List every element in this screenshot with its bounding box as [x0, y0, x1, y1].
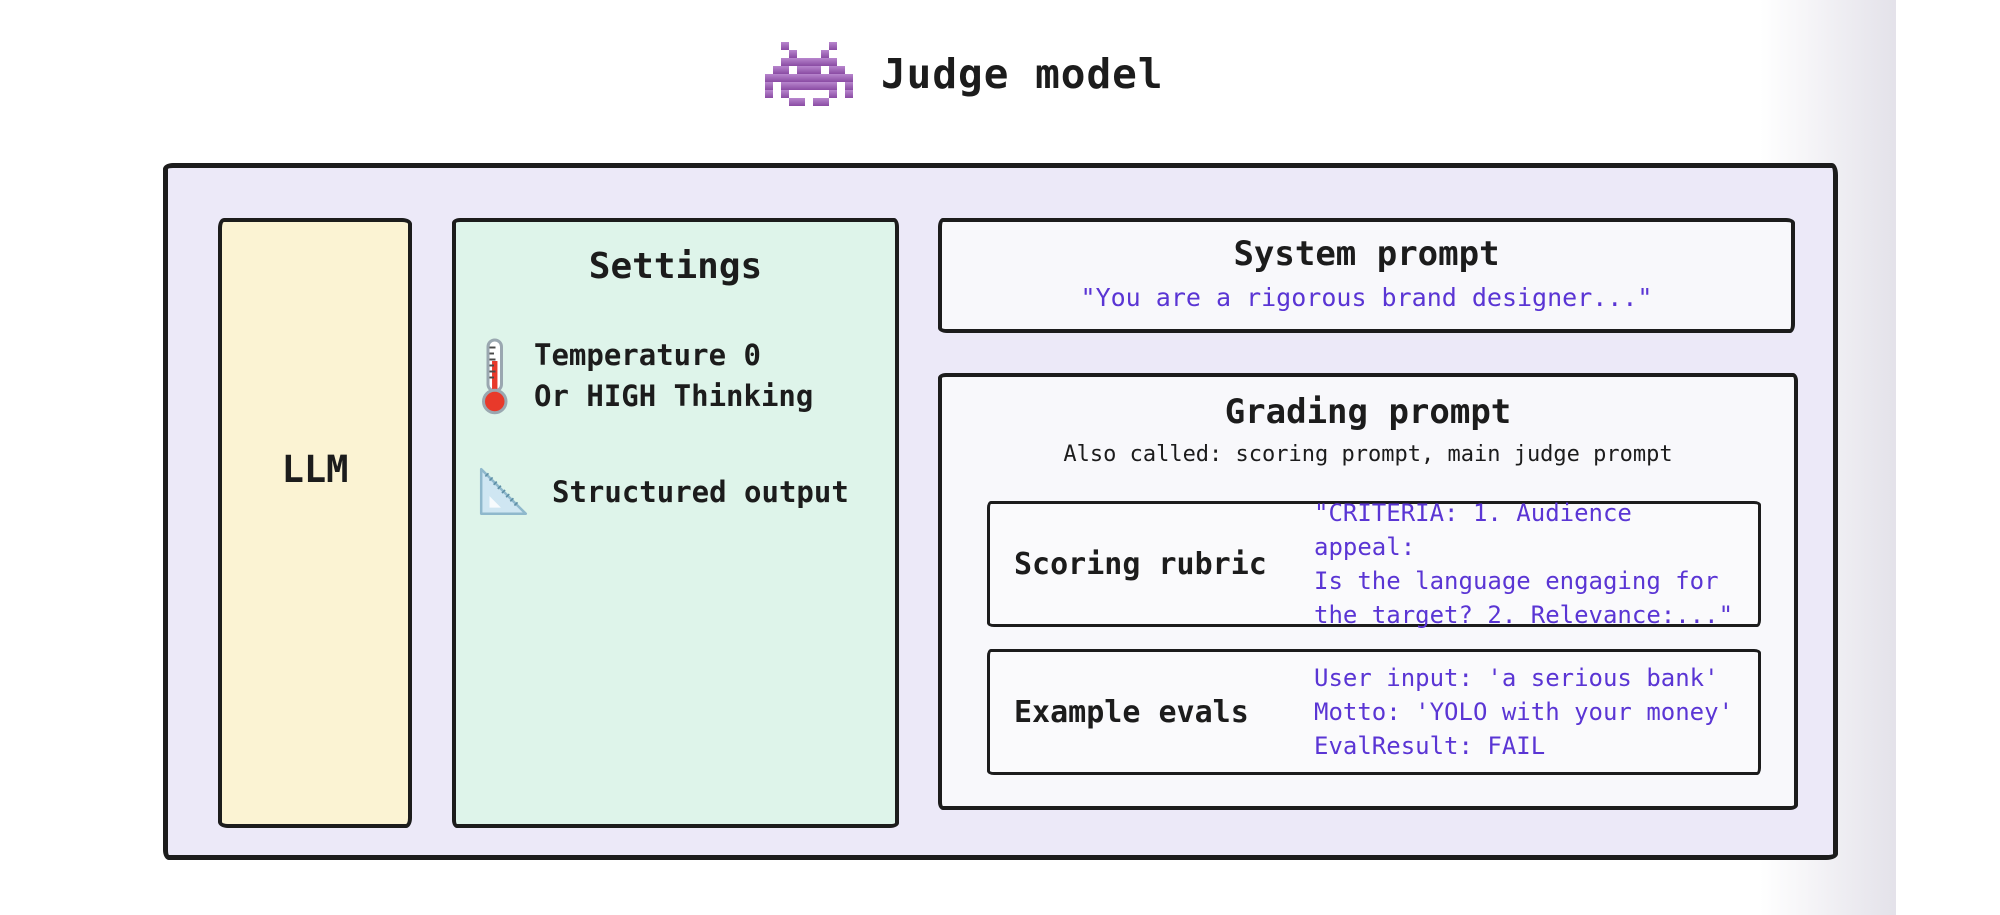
- llm-box: LLM: [218, 218, 412, 828]
- judge-model-box: LLM Settings: [163, 163, 1838, 860]
- settings-title: Settings: [588, 246, 763, 287]
- scoring-rubric-box: Scoring rubric "CRITERIA: 1. Audience ap…: [987, 499, 1761, 629]
- page-edge-margin: [1896, 0, 2000, 915]
- llm-label: LLM: [281, 448, 349, 491]
- system-prompt-quote: "You are a rigorous brand designer...": [1080, 283, 1653, 312]
- space-invader-icon: [765, 42, 853, 106]
- scoring-rubric-text: "CRITERIA: 1. Audience appeal: Is the la…: [1314, 499, 1734, 629]
- example-evals-label: Example evals: [1014, 694, 1249, 730]
- settings-box: Settings Temperature 0 Or HIGH Th: [452, 218, 899, 828]
- page-title: Judge model: [881, 50, 1164, 98]
- header: Judge model: [765, 40, 1164, 108]
- setting-structured-output-text: Structured output: [552, 474, 849, 509]
- triangle-ruler-icon: [479, 467, 528, 516]
- system-prompt-box: System prompt "You are a rigorous brand …: [938, 218, 1795, 333]
- scoring-rubric-label: Scoring rubric: [1014, 546, 1267, 582]
- example-evals-box: Example evals User input: 'a serious ban…: [987, 649, 1761, 775]
- grading-prompt-title: Grading prompt: [1224, 392, 1512, 432]
- example-evals-text: User input: 'a serious bank' Motto: 'YOL…: [1314, 664, 1734, 760]
- thermometer-icon: [482, 338, 508, 415]
- grading-prompt-subtitle: Also called: scoring prompt, main judge …: [1063, 442, 1673, 467]
- setting-temperature: Temperature 0 Or HIGH Thinking: [476, 330, 881, 422]
- system-prompt-title: System prompt: [1233, 234, 1500, 274]
- setting-temperature-text: Temperature 0 Or HIGH Thinking: [534, 338, 814, 413]
- grading-prompt-box: Grading prompt Also called: scoring prom…: [938, 373, 1798, 810]
- setting-structured-output: Structured output: [476, 460, 881, 524]
